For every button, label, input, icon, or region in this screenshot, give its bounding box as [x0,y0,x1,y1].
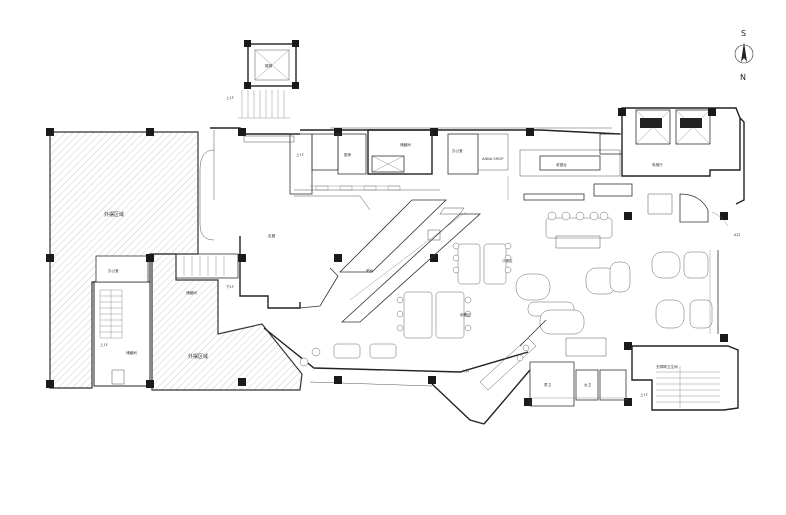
storage-left-label: 储藏间 [186,290,197,295]
outdoor-area-bottom-label: 外摆区域 [188,353,208,360]
right-label: A口 [734,233,740,237]
shop-label: ANNA SHOP [482,157,504,161]
up-stair-right-label: 上1F [640,392,648,397]
counters-top-right: 收银台 [507,133,633,201]
mid-stair [175,253,239,279]
up-stair-left-label: 上1F [100,342,108,347]
dining-tables-center: 沙发区 用餐区 [299,242,585,367]
compass: S N [734,29,754,82]
up-stair-top-label: 上1F [226,95,234,100]
entrance: 入口 [462,319,547,391]
corridor-label: 走廊 [268,233,276,238]
dining-tables-right [545,211,719,334]
compass-arrow-icon [741,42,747,62]
elevator-area: 电梯厅 [618,107,745,205]
toilets: 男卫 女卫 [529,337,627,407]
compass-south-label: S [741,29,746,38]
storage-top-label: 储藏间 [400,142,411,147]
bar-label: 吧台 [366,268,374,273]
stair-top-label: 楼梯 [265,63,273,68]
seating-label: 沙发区 [502,258,513,263]
outdoor-area-bottom: 外摆区域 [151,253,303,391]
right-stair-core: 无障碍卫生间 上1F [631,345,739,411]
office-label: 办公室 [108,268,119,273]
cashier-label: 收银台 [556,162,567,167]
toilet-m-label: 男卫 [544,382,552,387]
storage-label: 储藏间 [126,350,137,355]
down-stair-label: 下1F [226,285,234,289]
top-stair-tower: 楼梯 上1F [226,40,299,119]
office-top-label: 办公室 [452,148,463,153]
diagonal-counter: 吧台 [294,195,482,323]
kitchen-label: 厨房 [344,152,352,157]
dining-label: 用餐区 [460,312,471,317]
left-stair-core: 办公室 上1F 储藏间 [93,255,151,387]
compass-north-label: N [740,73,746,82]
mid-right-rooms: A口 [647,193,740,237]
up-stair-mid-label: 上1F [296,152,304,157]
restroom-label: 无障碍卫生间 [656,364,678,369]
toilet-f-label: 女卫 [584,382,592,387]
structural-columns [46,128,728,406]
outdoor-area-left-label: 外摆区域 [104,211,124,218]
top-rooms: 上1F 厨房 储藏间 办公室 ANNA SHOP [243,129,509,195]
elevator-label: 电梯厅 [652,162,663,167]
entrance-label: 入口 [462,368,470,373]
